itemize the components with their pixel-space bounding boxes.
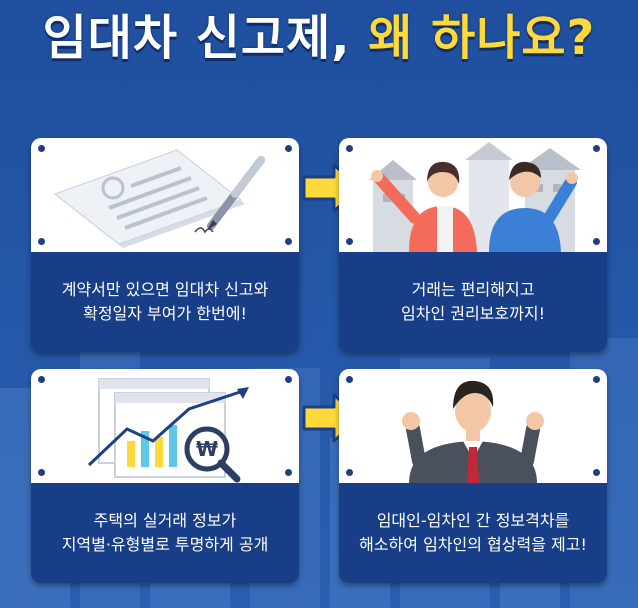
rivet-icon bbox=[346, 145, 353, 152]
rivet-icon bbox=[285, 238, 292, 245]
card-caption: 임대인-임차인 간 정보격차를 해소하여 임차인의 협상력을 제고! bbox=[339, 483, 607, 583]
benefit-card-contract: 계약서만 있으면 임대차 신고와 확정일자 부여가 한번에! bbox=[31, 138, 299, 352]
rivet-icon bbox=[593, 145, 600, 152]
rivet-icon bbox=[285, 469, 292, 476]
card-caption: 거래는 편리해지고 임차인 권리보호까지! bbox=[339, 252, 607, 352]
benefit-card-transparency: ₩ 주택의 실거래 정보가 지역별·유형별로 투명하게 공개 bbox=[31, 369, 299, 583]
card-illustration-area: ₩ bbox=[31, 369, 299, 483]
cheering-people-houses-icon bbox=[369, 142, 581, 252]
rivet-icon bbox=[593, 376, 600, 383]
rivet-icon bbox=[38, 145, 45, 152]
title-yellow-part: 왜 하나요? bbox=[368, 10, 596, 66]
benefit-card-convenience: 거래는 편리해지고 임차인 권리보호까지! bbox=[339, 138, 607, 352]
card-caption-line-1: 임대인-임차인 간 정보격차를 bbox=[376, 511, 570, 530]
card-illustration-area bbox=[31, 138, 299, 252]
rivet-icon bbox=[346, 469, 353, 476]
rivet-icon bbox=[593, 469, 600, 476]
svg-text:₩: ₩ bbox=[196, 437, 218, 461]
card-caption-line-2: 해소하여 임차인의 협상력을 제고! bbox=[359, 535, 587, 554]
card-caption-line-1: 주택의 실거래 정보가 bbox=[93, 511, 237, 530]
confident-businessman-icon bbox=[402, 380, 544, 483]
card-illustration-area bbox=[339, 369, 607, 483]
card-caption: 계약서만 있으면 임대차 신고와 확정일자 부여가 한번에! bbox=[31, 252, 299, 352]
rivet-icon bbox=[346, 376, 353, 383]
rivet-icon bbox=[38, 238, 45, 245]
contract-document-pen-icon bbox=[53, 149, 265, 248]
page-title: 임대차 신고제, 왜 하나요? bbox=[0, 6, 638, 70]
rivet-icon bbox=[593, 238, 600, 245]
rivet-icon bbox=[38, 376, 45, 383]
benefit-card-negotiation: 임대인-임차인 간 정보격차를 해소하여 임차인의 협상력을 제고! bbox=[339, 369, 607, 583]
price-chart-magnifier-won-icon: ₩ bbox=[87, 378, 249, 483]
card-caption-line-1: 거래는 편리해지고 bbox=[411, 280, 535, 299]
card-illustration-area bbox=[339, 138, 607, 252]
card-caption-line-2: 확정일자 부여가 한번에! bbox=[83, 304, 247, 323]
rivet-icon bbox=[285, 145, 292, 152]
card-caption-line-2: 임차인 권리보호까지! bbox=[401, 304, 545, 323]
card-caption-line-2: 지역별·유형별로 투명하게 공개 bbox=[61, 535, 269, 554]
rivet-icon bbox=[38, 469, 45, 476]
rivet-icon bbox=[285, 376, 292, 383]
card-caption-line-1: 계약서만 있으면 임대차 신고와 bbox=[61, 280, 269, 299]
rivet-icon bbox=[346, 238, 353, 245]
card-caption: 주택의 실거래 정보가 지역별·유형별로 투명하게 공개 bbox=[31, 483, 299, 583]
title-white-part: 임대차 신고제, bbox=[42, 10, 351, 66]
